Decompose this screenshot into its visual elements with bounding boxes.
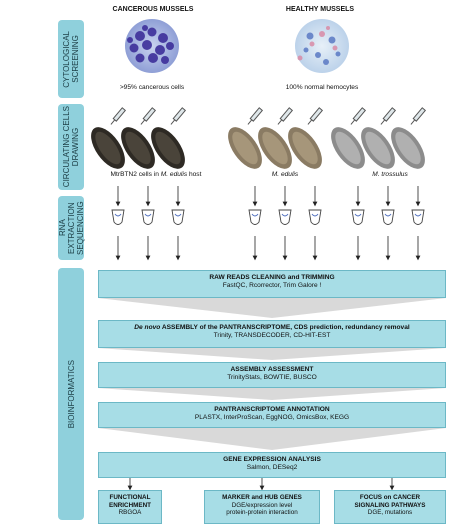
stage-circulating-cells-drawing: CIRCULATING CELLS DRAWING — [58, 104, 84, 190]
cancerous-cells-caption: >95% cancerous cells — [119, 84, 185, 91]
cancer-mussel-group — [91, 127, 185, 169]
stage-rna-extraction: RNA EXTRACTION SEQUENCING — [58, 196, 85, 260]
stage-cytological-screening: CYTOLOGICAL SCREENING — [58, 20, 84, 98]
stage-bioinformatics: BIOINFORMATICS — [58, 268, 84, 520]
arrows-to-outputs — [127, 478, 395, 491]
cancerous-header: CANCEROUS MUSSELS — [112, 6, 194, 13]
pipeline-assembly: De novo ASSEMBLY of the PANTRANSCRIPTOME… — [98, 320, 446, 348]
healthy-cells-caption: 100% normal hemocytes — [285, 84, 359, 91]
syringe-icons — [110, 107, 427, 125]
healthy-cells-image — [295, 19, 349, 73]
arrows-to-tubes — [115, 186, 421, 207]
cancerous-cells-image — [125, 19, 179, 73]
trossulus-mussel-group — [331, 127, 425, 169]
rna-tube-icons — [111, 209, 425, 225]
edulis-caption: M. edulis — [271, 171, 299, 178]
trossulus-caption: M. trossulus — [372, 171, 408, 178]
edulis-mussel-group — [228, 127, 322, 169]
arrows-to-pipeline — [115, 236, 421, 261]
healthy-header: HEALTHY MUSSELS — [285, 6, 355, 13]
funnel-connectors — [98, 298, 446, 450]
host-caption: MtrBTN2 cells in M. edulis host — [110, 171, 202, 178]
